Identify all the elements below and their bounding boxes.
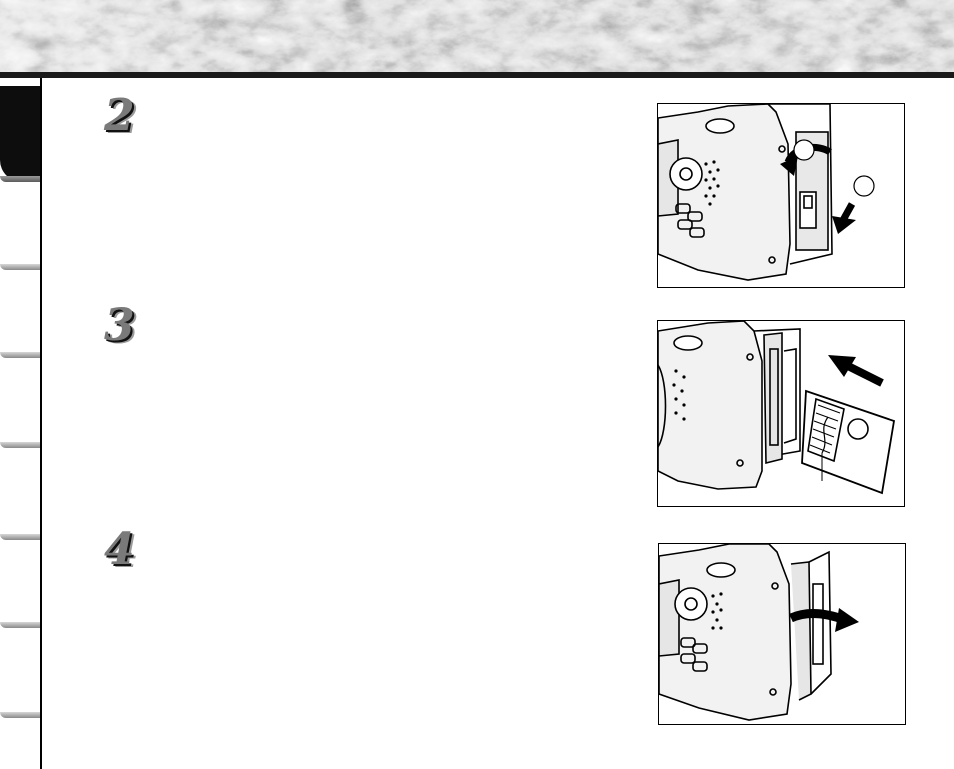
- chapter-tab[interactable]: [0, 270, 41, 358]
- step-number-2: 2: [104, 94, 134, 138]
- chapter-tab[interactable]: [0, 628, 41, 718]
- camera-side-icon: [658, 321, 904, 506]
- header-banner: [0, 0, 954, 74]
- camera-back-icon: [658, 104, 904, 287]
- camera-back-icon: [659, 544, 905, 724]
- figure-close-card-cover: [658, 543, 906, 725]
- chapter-tab[interactable]: [0, 540, 41, 628]
- step-number-3: 3: [104, 304, 134, 348]
- chapter-tab-rail: [0, 78, 44, 769]
- marble-texture-image: [0, 0, 954, 74]
- chapter-tab[interactable]: [0, 448, 41, 540]
- chapter-tab[interactable]: [0, 182, 41, 270]
- chapter-tab-active[interactable]: [0, 86, 41, 182]
- step-number-4: 4: [104, 528, 134, 572]
- memory-card-icon: [802, 391, 894, 493]
- figure-open-card-cover: [657, 103, 905, 288]
- header-rule: [0, 72, 954, 78]
- figure-insert-card: [657, 320, 905, 507]
- chapter-tab[interactable]: [0, 358, 41, 448]
- tab-rail-border: [40, 78, 42, 769]
